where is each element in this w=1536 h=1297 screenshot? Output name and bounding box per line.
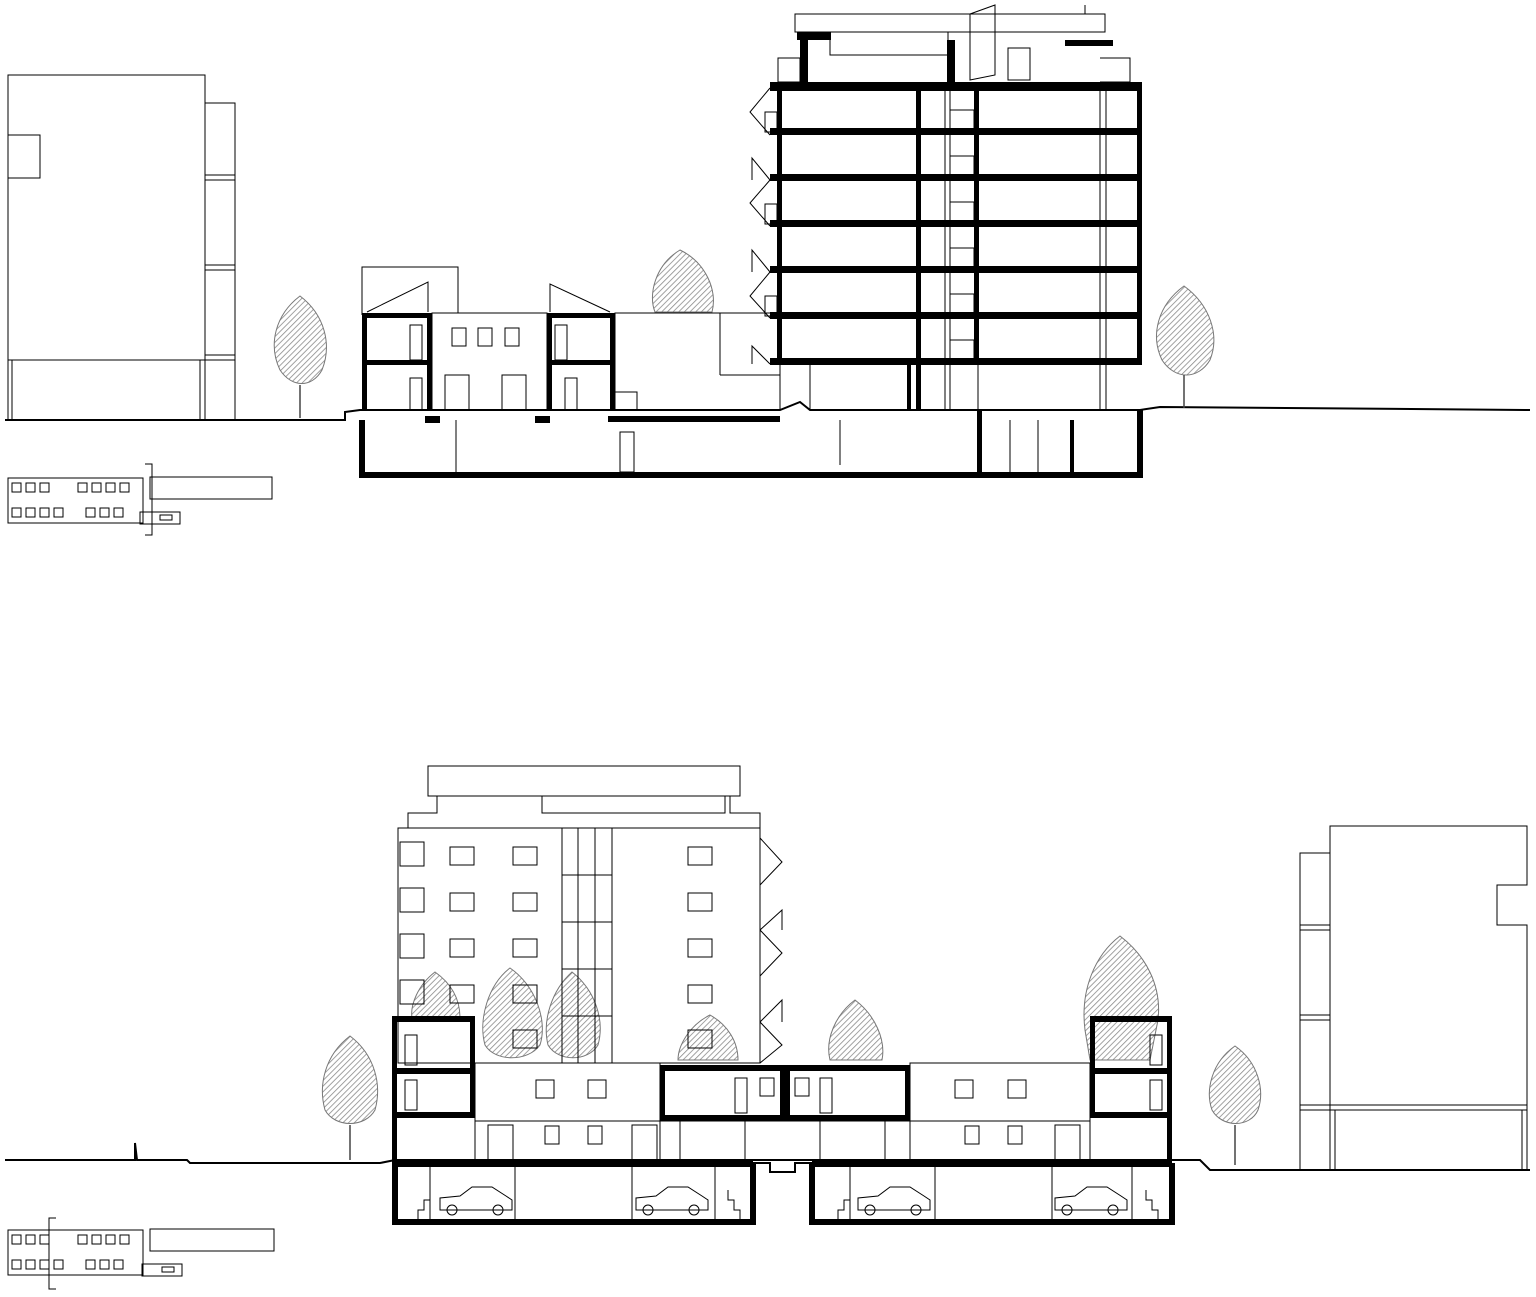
ground-line-top — [5, 400, 1531, 421]
tree-bottom-5 — [677, 1014, 739, 1061]
section-top — [5, 4, 1531, 536]
car-1 — [439, 1186, 513, 1216]
tree-bottom-6 — [828, 999, 884, 1061]
tree-bottom-4 — [411, 971, 461, 1019]
car-2 — [635, 1186, 709, 1216]
neighbour-building-right — [1299, 825, 1528, 1170]
low-block-section-bottom — [392, 1016, 1172, 1164]
tree-top-1 — [273, 295, 327, 418]
low-block-top — [361, 266, 781, 411]
tree-bottom-1 — [322, 1035, 378, 1160]
section-bottom — [5, 765, 1530, 1290]
tree-bottom-3 — [545, 971, 601, 1059]
key-plan-bottom — [7, 1217, 275, 1290]
tree-top-3 — [1156, 285, 1215, 408]
tree-top-2 — [651, 249, 714, 313]
tree-bottom-8 — [1208, 1045, 1262, 1165]
car-3 — [857, 1186, 931, 1216]
car-4 — [1054, 1186, 1128, 1216]
key-plan-top — [7, 463, 273, 536]
basement-top — [359, 410, 1143, 478]
tall-block-top — [749, 4, 1142, 410]
tree-bottom-7 — [1083, 935, 1160, 1061]
ground-line-bottom — [5, 1142, 1530, 1171]
parking-basement — [392, 1160, 1175, 1225]
neighbour-building-left — [7, 74, 236, 420]
tall-block-elevation — [397, 765, 783, 1064]
